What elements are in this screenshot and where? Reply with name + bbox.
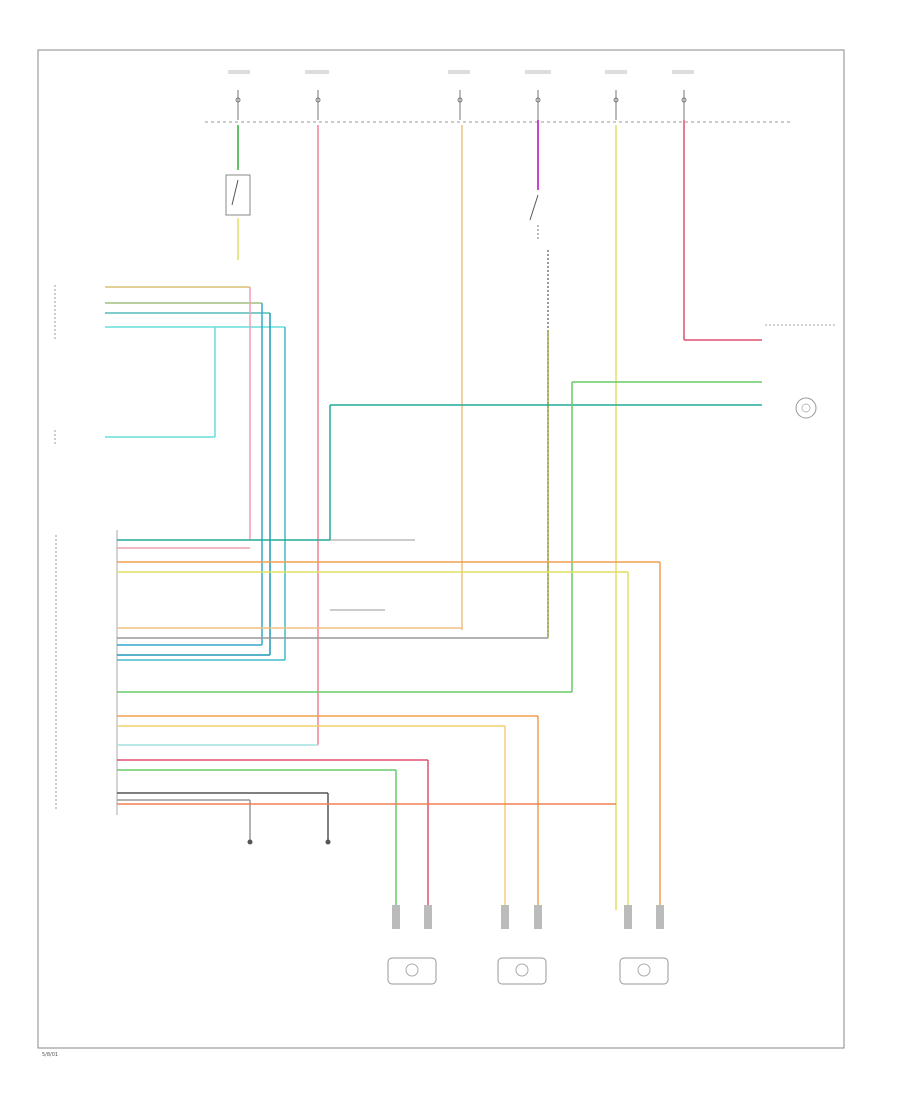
ground-point-1 bbox=[247, 839, 253, 845]
wheel-sensor-connector-1 bbox=[392, 905, 432, 929]
footer-label: 5/8/01 bbox=[42, 1052, 58, 1058]
fuse-block-1 bbox=[228, 70, 250, 120]
diagram-frame bbox=[37, 49, 845, 1049]
brake-switch bbox=[225, 174, 251, 216]
ground-point-2 bbox=[325, 839, 331, 845]
brake-pressure-switch bbox=[529, 194, 539, 240]
right-sensor-component bbox=[765, 324, 835, 419]
fuse-block-5 bbox=[605, 70, 627, 120]
wheel-sensor-3 bbox=[619, 957, 669, 985]
fuse-block-6 bbox=[672, 70, 694, 120]
wheel-sensor-connector-2 bbox=[501, 905, 542, 929]
wheel-sensor-2 bbox=[497, 957, 547, 985]
fuse-block-4 bbox=[525, 70, 551, 120]
wheel-sensor-connector-3 bbox=[624, 905, 664, 929]
wheel-sensor-1 bbox=[387, 957, 437, 985]
fuse-block-2 bbox=[305, 70, 329, 120]
fuse-block-3 bbox=[448, 70, 470, 120]
